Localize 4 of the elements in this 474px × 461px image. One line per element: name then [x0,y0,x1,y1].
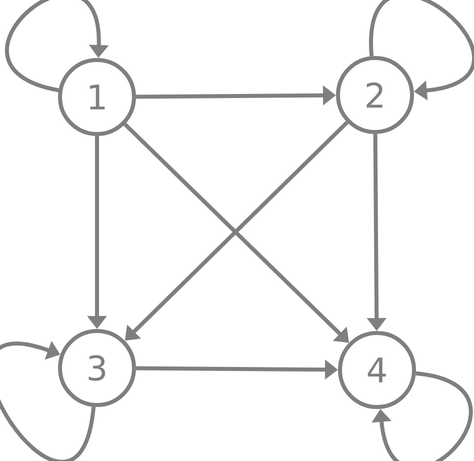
arrow [5,0,109,92]
arrow [0,340,96,461]
arrow [370,0,474,100]
arrow [372,371,472,461]
